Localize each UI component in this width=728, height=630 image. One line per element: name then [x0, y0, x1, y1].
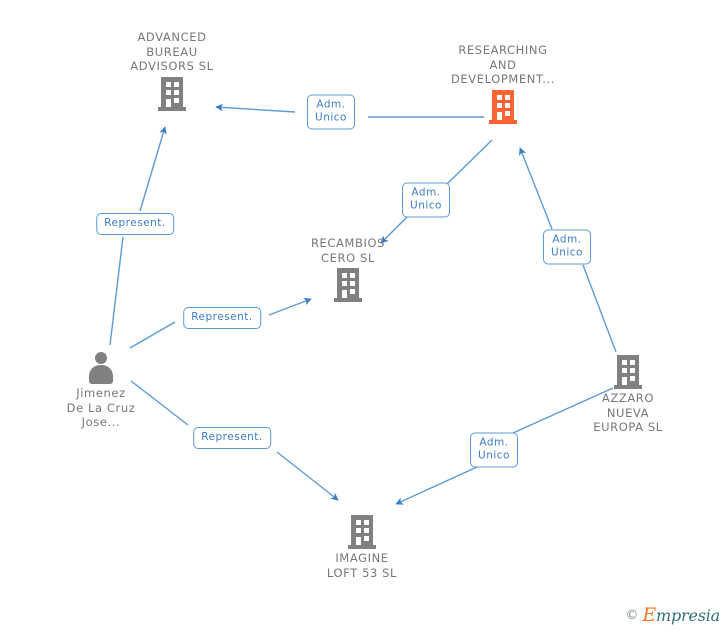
- edge-azzaro-to-imagine-upper: [512, 387, 614, 434]
- edge-label-azzaro-to-rd[interactable]: Adm. Unico: [543, 229, 591, 265]
- node-jimenez-de-la-cruz-jose[interactable]: Jimenez De La Cruz Jose...: [16, 350, 186, 430]
- edge-label-jimenez-to-advanced[interactable]: Represent.: [96, 213, 174, 235]
- node-researching-and-development[interactable]: RESEARCHING AND DEVELOPMENT...: [418, 43, 588, 124]
- node-label: RESEARCHING AND DEVELOPMENT...: [450, 43, 556, 86]
- edge-jimenez-to-advanced-lower: [109, 236, 124, 346]
- edge-jimenez-to-imagine-right: [276, 451, 339, 501]
- edge-label-rd-to-recambios[interactable]: Adm. Unico: [402, 182, 450, 218]
- node-label: AZZARO NUEVA EUROPA SL: [593, 391, 663, 434]
- node-label: Jimenez De La Cruz Jose...: [66, 386, 136, 429]
- building-icon: [277, 515, 447, 549]
- node-azzaro-nueva-europa[interactable]: AZZARO NUEVA EUROPA SL: [543, 355, 713, 435]
- node-advanced-bureau-advisors[interactable]: ADVANCED BUREAU ADVISORS SL: [87, 30, 257, 111]
- person-icon: [16, 350, 186, 384]
- edge-rd-to-recambios-lower: [380, 214, 410, 244]
- edge-jimenez-to-imagine-left: [130, 380, 189, 426]
- building-icon: [87, 76, 257, 111]
- edge-label-jimenez-to-imagine[interactable]: Represent.: [193, 427, 271, 449]
- node-label: RECAMBIOS CERO SL: [310, 236, 386, 265]
- building-icon: [543, 355, 713, 389]
- empresia-watermark: © Empresia: [625, 604, 720, 626]
- edge-label-rd-to-advanced[interactable]: Adm. Unico: [307, 94, 355, 130]
- edge-azzaro-to-rd-upper: [518, 147, 553, 230]
- building-icon: [418, 89, 588, 124]
- edge-jimenez-to-recambios-left: [129, 321, 176, 349]
- node-recambios-cero[interactable]: RECAMBIOS CERO SL: [263, 236, 433, 302]
- edge-jimenez-to-recambios-right: [268, 297, 312, 316]
- edge-label-jimenez-to-recambios[interactable]: Represent.: [183, 307, 261, 329]
- edge-rd-to-advanced-left: [215, 103, 296, 113]
- edge-azzaro-to-imagine-lower: [395, 466, 478, 505]
- brand-wordmark: Empresia: [642, 604, 720, 626]
- edge-label-azzaro-to-imagine[interactable]: Adm. Unico: [470, 432, 518, 468]
- copyright-icon: ©: [625, 608, 639, 623]
- node-label: IMAGINE LOFT 53 SL: [326, 551, 398, 580]
- edge-rd-to-recambios-upper: [446, 139, 493, 185]
- brand-rest: mpresia: [656, 606, 720, 625]
- edge-jimenez-to-advanced-upper: [139, 126, 167, 212]
- building-icon: [263, 268, 433, 302]
- edge-azzaro-to-rd-lower: [582, 264, 617, 353]
- node-imagine-loft-53[interactable]: IMAGINE LOFT 53 SL: [277, 515, 447, 580]
- brand-initial: E: [642, 604, 656, 626]
- node-label: ADVANCED BUREAU ADVISORS SL: [130, 30, 214, 73]
